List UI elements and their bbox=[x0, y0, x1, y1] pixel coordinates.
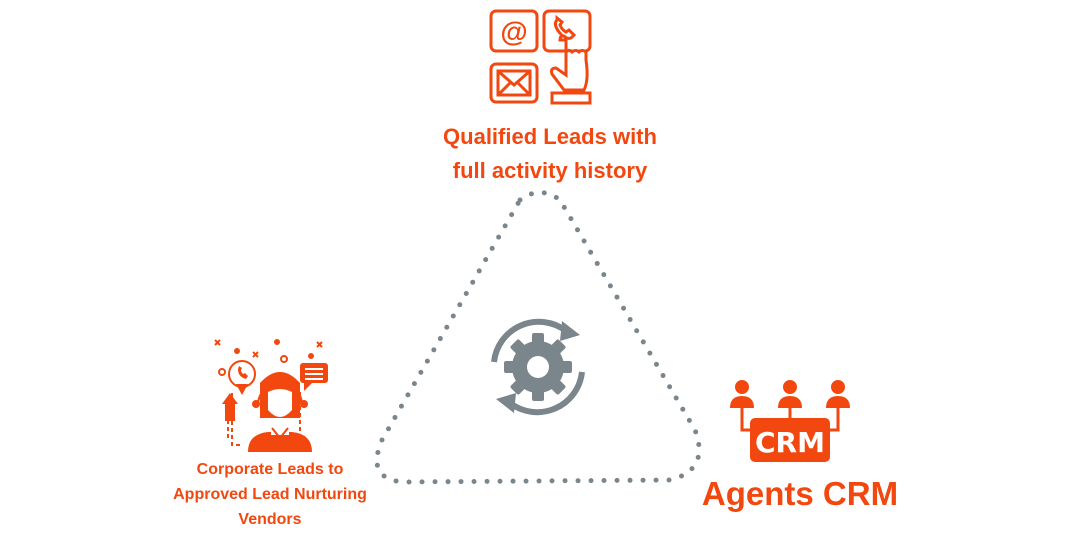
crm-agents-icon: CRM bbox=[730, 380, 850, 462]
left-label-line-2: Approved Lead Nurturing bbox=[173, 486, 367, 503]
gear-cycle-icon bbox=[491, 318, 585, 416]
dotted-cycle-triangle bbox=[374, 190, 702, 485]
left-label-line-1: Corporate Leads to bbox=[196, 461, 344, 478]
right-node-label: Agents CRM bbox=[701, 475, 899, 512]
svg-text:@: @ bbox=[500, 16, 527, 47]
call-center-agent-icon bbox=[214, 339, 328, 452]
top-label-line-1: Qualified Leads with bbox=[443, 124, 657, 149]
top-node-label: Qualified Leads with full activity histo… bbox=[400, 120, 700, 188]
crm-icon-text: CRM bbox=[755, 426, 825, 459]
top-label-line-2: full activity history bbox=[452, 158, 648, 183]
left-node-label: Corporate Leads to Approved Lead Nurturi… bbox=[140, 457, 400, 532]
left-label-line-3: Vendors bbox=[238, 511, 302, 528]
contact-channels-icon: @ bbox=[489, 9, 592, 105]
